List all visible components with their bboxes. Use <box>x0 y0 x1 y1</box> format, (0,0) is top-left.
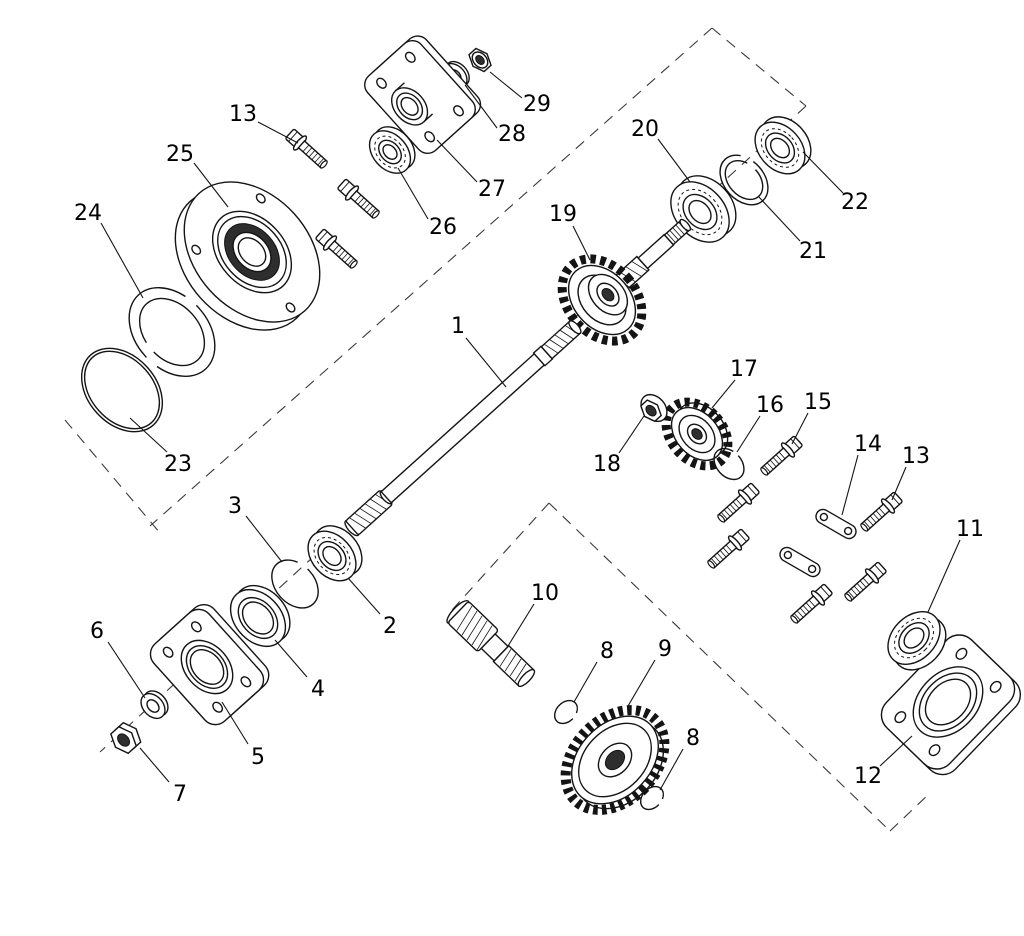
callout-4: 4 <box>311 677 325 702</box>
flange-bolt <box>312 226 362 274</box>
flange-bolt <box>786 581 836 629</box>
flange-bolt <box>713 480 763 528</box>
part-10-splined-stub-shaft <box>446 599 536 688</box>
flange-bolt <box>703 526 753 574</box>
part-11-bearing <box>887 611 947 671</box>
part-17-driven-gear <box>661 397 733 471</box>
callout-10: 10 <box>531 581 559 606</box>
part-8-snap-ring-upper <box>553 699 579 725</box>
callout-6: 6 <box>90 619 104 644</box>
callout-21: 21 <box>799 239 827 264</box>
part-14-link-plate <box>815 508 857 540</box>
callout-23: 23 <box>164 452 192 477</box>
callout-13-right: 13 <box>902 444 930 469</box>
part-5-flange-plate <box>149 603 270 726</box>
callout-9: 9 <box>658 637 672 662</box>
callout-15: 15 <box>804 390 832 415</box>
callout-leader-lines <box>100 71 961 791</box>
part-25-housing-cover <box>174 181 321 331</box>
callout-8-lower: 8 <box>686 726 700 751</box>
callout-18: 18 <box>593 452 621 477</box>
callout-2: 2 <box>383 614 397 639</box>
part-6-washer <box>140 690 169 720</box>
callout-8-upper: 8 <box>600 639 614 664</box>
part-12-bearing-housing <box>880 634 1022 776</box>
callout-1: 1 <box>451 314 465 339</box>
callout-labels: 1 2 3 4 5 6 7 8 8 9 10 11 12 13 13 14 15… <box>74 92 984 807</box>
part-18-flange-nut <box>640 393 668 423</box>
callout-7: 7 <box>173 782 187 807</box>
callout-13-left: 13 <box>229 102 257 127</box>
part-3-snap-ring <box>271 559 319 609</box>
callout-22: 22 <box>841 190 869 215</box>
callout-20: 20 <box>631 117 659 142</box>
part-23-gasket-ring <box>80 347 164 433</box>
part-27-bearing-flange-plate <box>364 35 482 154</box>
flange-bolt <box>756 433 806 481</box>
part-9-spur-gear <box>560 705 670 815</box>
part-7-hex-nut <box>110 721 142 755</box>
callout-12: 12 <box>854 764 882 789</box>
part-2-bearing <box>307 525 363 582</box>
callout-3: 3 <box>228 494 242 519</box>
flange-bolt <box>856 489 906 537</box>
part-20-bearing <box>670 175 737 243</box>
callout-11: 11 <box>956 517 984 542</box>
callout-5: 5 <box>251 745 265 770</box>
part-29-flange-bolt-head <box>468 47 492 73</box>
callout-26: 26 <box>429 215 457 240</box>
callout-14: 14 <box>854 432 882 457</box>
part-1-main-shaft <box>344 320 582 537</box>
callout-24: 24 <box>74 201 102 226</box>
callout-27: 27 <box>478 177 506 202</box>
part-24-lock-shim-plate <box>128 287 216 377</box>
flange-bolt <box>840 559 890 607</box>
flange-bolt <box>334 176 384 224</box>
part-19-bevel-gear-shaft <box>557 218 692 346</box>
callout-16: 16 <box>756 393 784 418</box>
part-26-seal-bearing <box>368 126 416 174</box>
callout-28: 28 <box>498 122 526 147</box>
flange-bolt <box>282 126 332 174</box>
part-4-seal-ring <box>229 584 291 648</box>
part-14-link-plate <box>779 546 821 578</box>
callout-25: 25 <box>166 142 194 167</box>
callout-19: 19 <box>549 202 577 227</box>
part-22-bearing <box>754 116 812 175</box>
callout-17: 17 <box>730 357 758 382</box>
callout-29: 29 <box>523 92 551 117</box>
